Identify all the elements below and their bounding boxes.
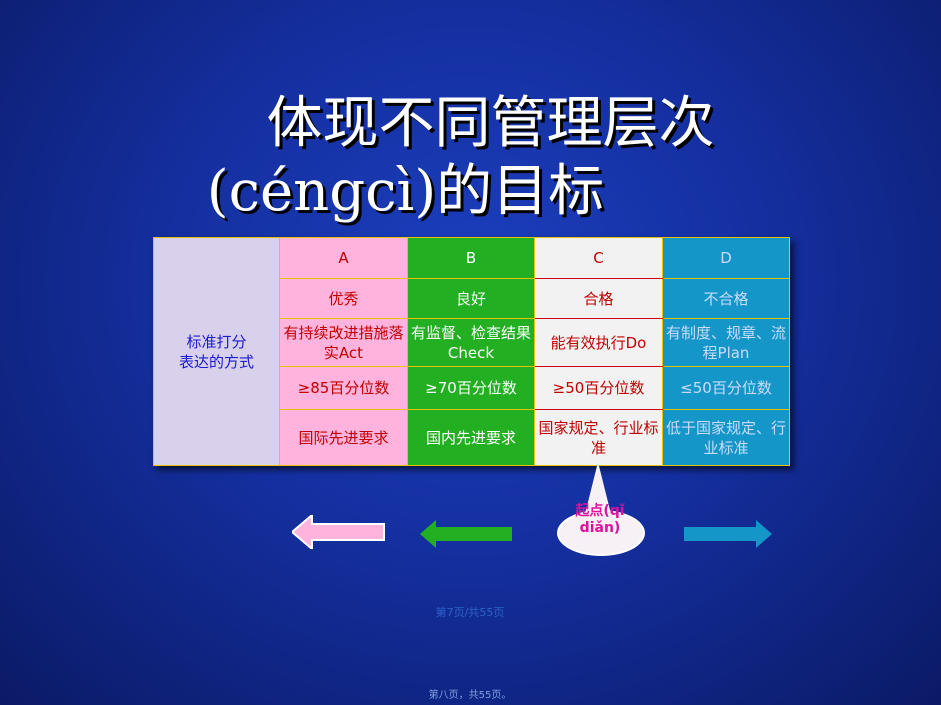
cell-c-process: 能有效执行Do — [534, 318, 663, 367]
cell-a-percentile: ≥85百分位数 — [279, 366, 408, 410]
target-levels-table: 标准打分 表达的方式 A B C D 优秀 良好 合格 不合格 有持续改进措施落… — [153, 237, 790, 466]
cell-c-percentile: ≥50百分位数 — [534, 366, 663, 410]
cell-c-standard: 国家规定、行业标准 — [534, 409, 663, 466]
cell-b-standard: 国内先进要求 — [407, 409, 535, 466]
right-blue-arrow-icon — [684, 520, 772, 548]
start-point-callout — [557, 510, 645, 556]
cell-c-grade: C — [534, 237, 663, 279]
slide-title-line1: 体现不同管理层次 — [266, 91, 715, 156]
cell-c-level: 合格 — [534, 278, 663, 319]
cell-a-level: 优秀 — [279, 278, 408, 319]
left-pink-arrow-icon — [292, 515, 385, 549]
cell-b-percentile: ≥70百分位数 — [407, 366, 535, 410]
page-indicator: 第7页/共55页 — [435, 606, 505, 619]
row-header-line1: 标准打分 — [186, 332, 247, 351]
callout-pointer — [585, 462, 611, 514]
cell-d-level: 不合格 — [662, 278, 790, 319]
row-header-cell: 标准打分 表达的方式 — [153, 237, 280, 466]
page-indicator-cn: 第八页，共55页。 — [428, 690, 512, 701]
slide-title-line2: (céngcì)的目标 — [206, 159, 605, 224]
cell-a-grade: A — [279, 237, 408, 279]
start-point-label: 起点(qǐ diǎn) — [575, 503, 625, 536]
cell-d-process: 有制度、规章、流程Plan — [662, 318, 790, 367]
cell-a-process: 有持续改进措施落实Act — [279, 318, 408, 367]
cell-b-process: 有监督、检查结果Check — [407, 318, 535, 367]
left-green-arrow-icon — [420, 520, 512, 548]
cell-b-grade: B — [407, 237, 535, 279]
cell-d-grade: D — [662, 237, 790, 279]
cell-b-level: 良好 — [407, 278, 535, 319]
cell-d-percentile: ≤50百分位数 — [662, 366, 790, 410]
cell-a-standard: 国际先进要求 — [279, 409, 408, 466]
cell-d-standard: 低于国家规定、行业标准 — [662, 409, 790, 466]
row-header-line2: 表达的方式 — [178, 352, 254, 371]
